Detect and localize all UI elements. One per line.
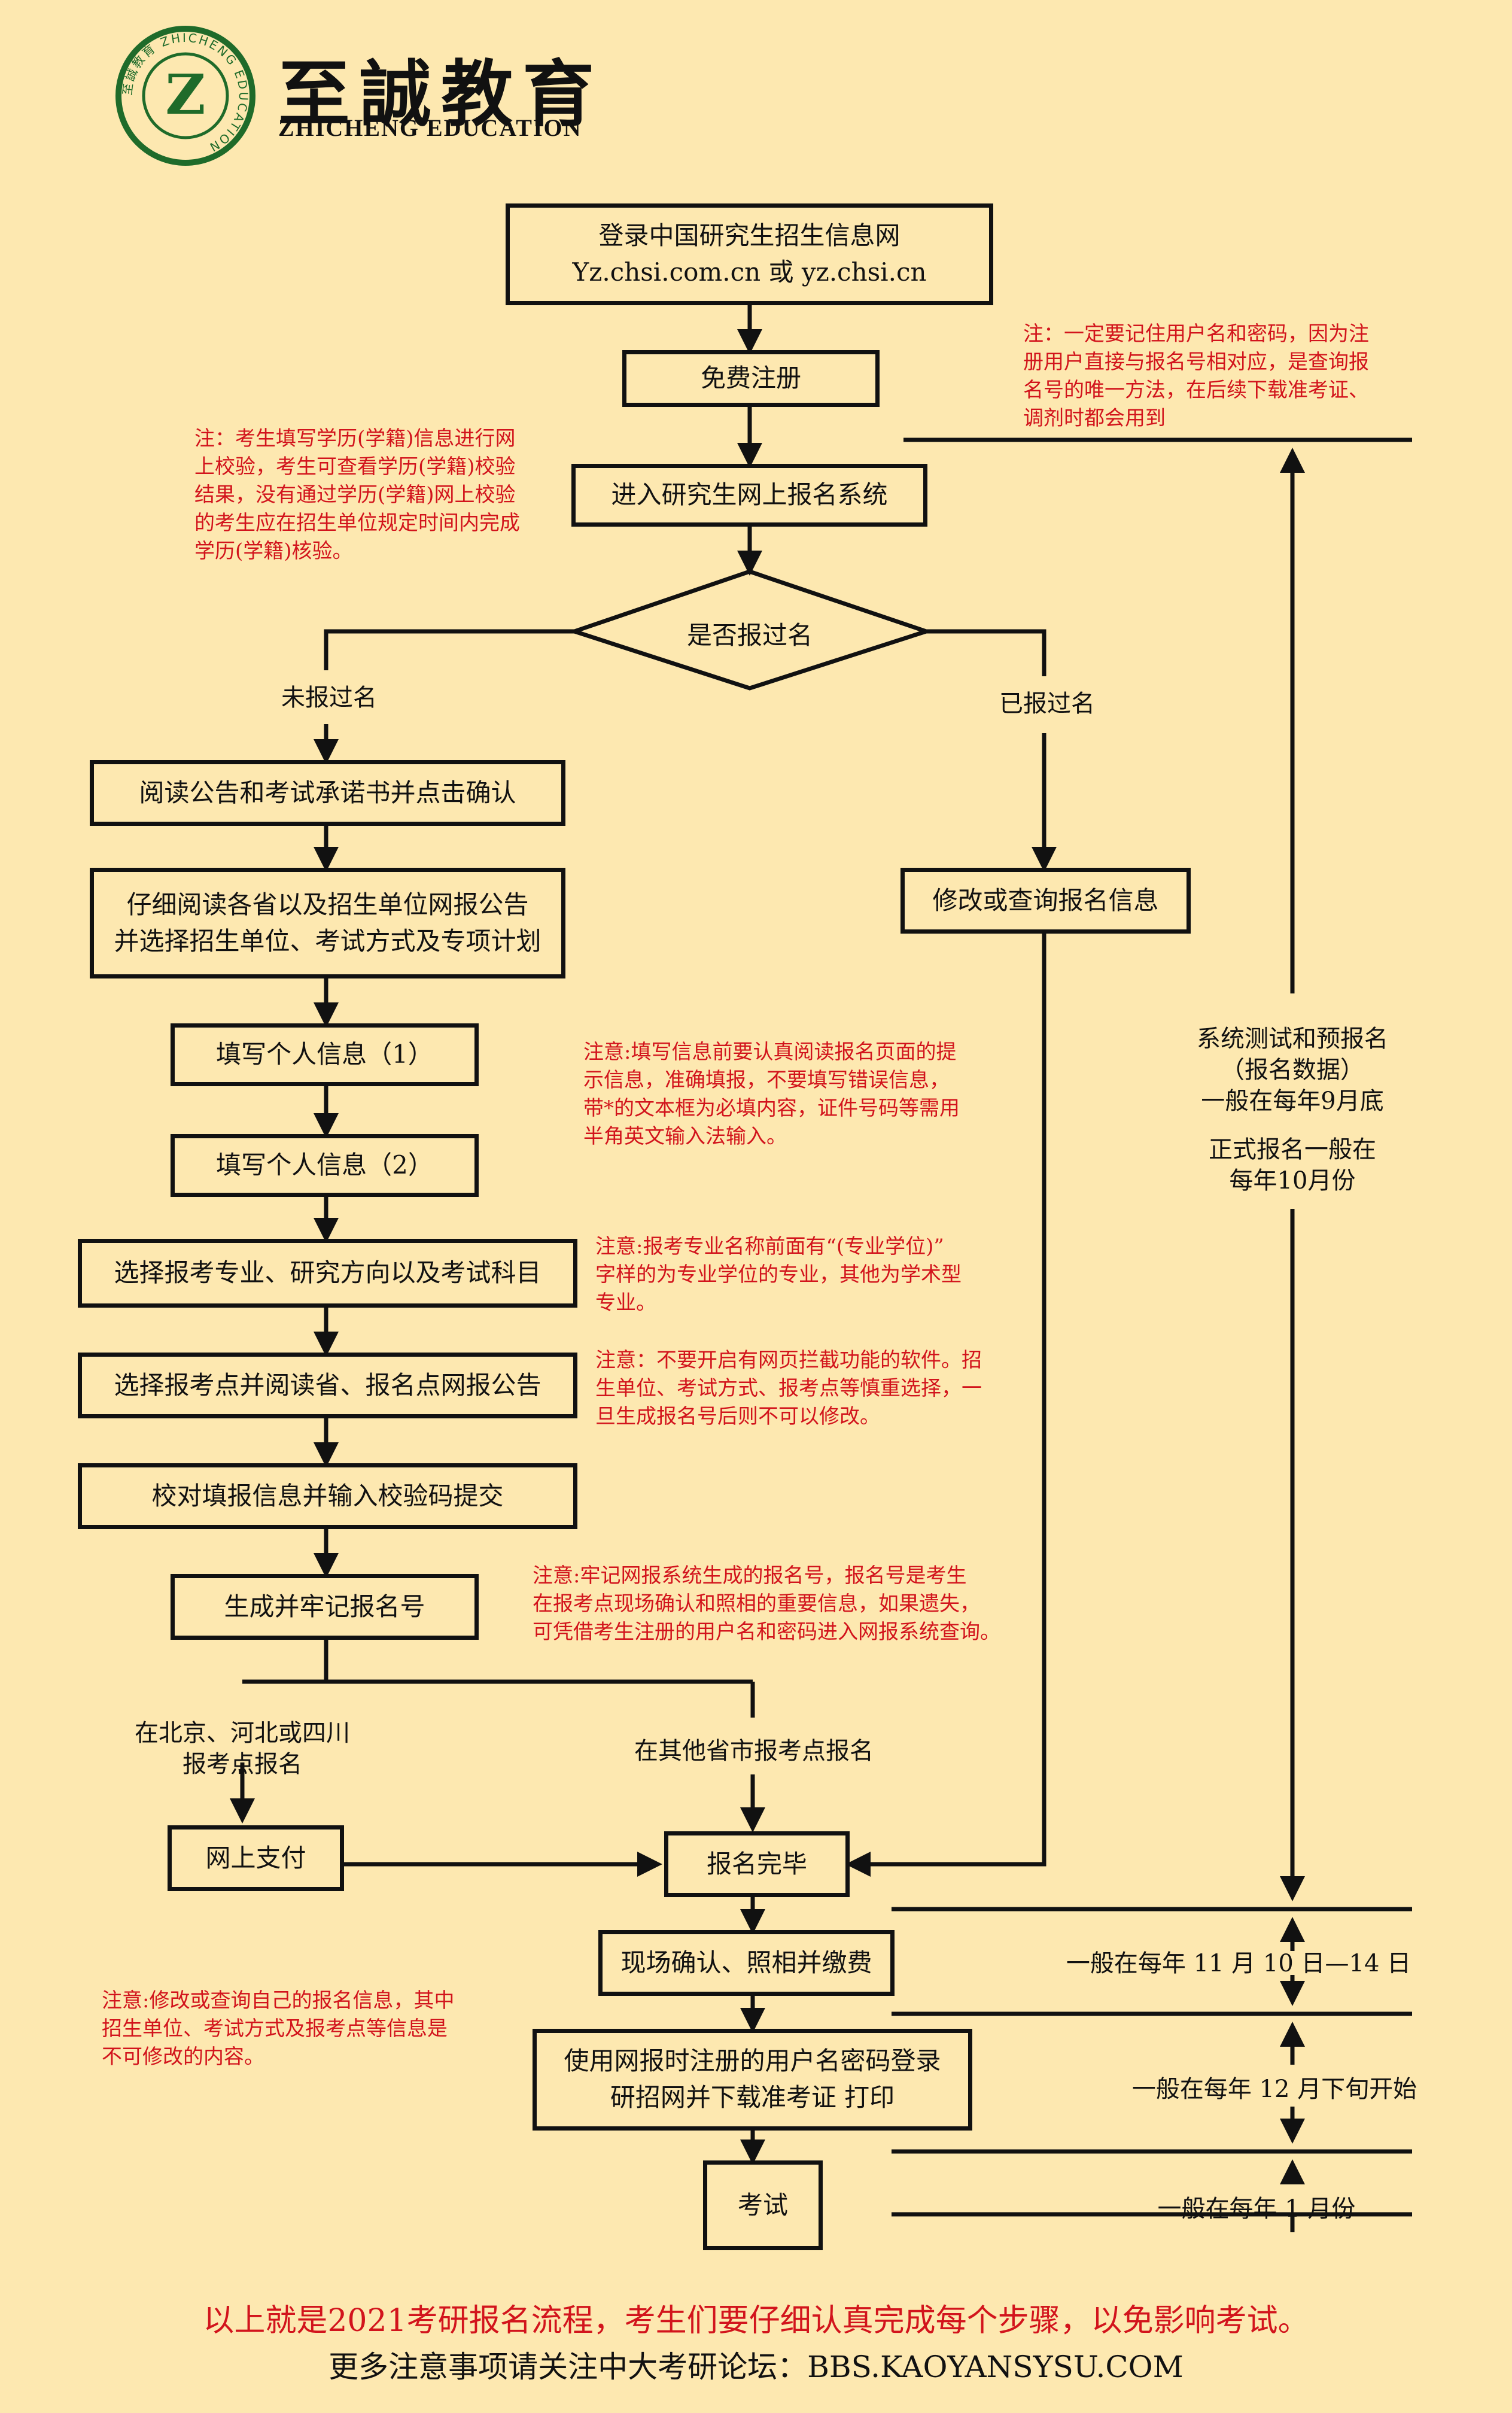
step-generate-number: 生成并牢记报名号 (171, 1574, 479, 1640)
branch-other-province: 在其他省市报考点报名 (634, 1737, 874, 1765)
branch-not-registered: 未报过名 (281, 684, 377, 712)
logo-seal: Z 至誠教育 ZHICHENG EDUCATION (115, 26, 255, 166)
step-online-pay: 网上支付 (168, 1825, 344, 1891)
note-remember-number: 注意:牢记网报系统生成的报名号，报名号是考生 在报考点现场确认和照相的重要信息，… (533, 1564, 1000, 1644)
step-read-notice: 阅读公告和考试承诺书并点击确认 (90, 760, 565, 826)
timeline-pre-registration: 系统测试和预报名 （报名数据） 一般在每年9月底 (1197, 1025, 1388, 1115)
step-choose-site: 选择报考点并阅读省、报名点网报公告 (78, 1353, 577, 1418)
branch-beijing-hebei-sichuan: 在北京、河北或四川 报考点报名 (135, 1719, 350, 1778)
step-fill-info-1: 填写个人信息（1） (171, 1023, 479, 1086)
brand-name-cn: 至誠教育 (278, 52, 604, 136)
step-print-ticket: 使用网报时注册的用户名密码登录 研招网并下载准考证 打印 (533, 2029, 972, 2131)
branch-registered: 已报过名 (999, 690, 1095, 718)
note-remember-account: 注：一定要记住用户名和密码，因为注 册用户直接与报名号相对应，是查询报 名号的唯… (1023, 322, 1369, 430)
note-popup-blocker: 注意：不要开启有网页拦截功能的软件。招 生单位、考试方式、报考点等慎重选择，一 … (595, 1348, 982, 1429)
timeline-formal-registration: 正式报名一般在 每年10月份 (1209, 1136, 1376, 1195)
decision-registered: 是否报过名 (686, 621, 813, 650)
footer-forum: 更多注意事项请关注中大考研论坛：BBS.KAOYANSYSU.COM (328, 2350, 1184, 2384)
step-exam: 考试 (703, 2160, 823, 2250)
step-choose-major: 选择报考专业、研究方向以及考试科目 (78, 1239, 577, 1308)
step-onsite-confirm: 现场确认、照相并缴费 (598, 1930, 895, 1996)
footer-summary: 以上就是2021考研报名流程，考生们要仔细认真完成每个步骤，以免影响考试。 (203, 2303, 1309, 2339)
step-fill-info-2: 填写个人信息（2） (171, 1134, 479, 1197)
svg-text:Z: Z (165, 62, 205, 127)
note-modify-query: 注意:修改或查询自己的报名信息，其中 招生单位、考试方式及报考点等信息是 不可修… (102, 1989, 455, 2069)
brand-name-en: ZHICHENG EDUCATION (278, 114, 582, 141)
timeline-print-ticket: 一般在每年 12 月下旬开始 (1131, 2075, 1417, 2103)
step-modify-query: 修改或查询报名信息 (900, 868, 1191, 934)
note-education-verify: 注：考生填写学历(学籍)信息进行网 上校验，考生可查看学历(学籍)校验 结果，没… (194, 427, 520, 563)
note-professional-degree: 注意:报考专业名称前面有“(专业学位)” 字样的为专业学位的专业，其他为学术型 … (595, 1235, 962, 1315)
note-fill-info: 注意:填写信息前要认真阅读报名页面的提 示信息，准确填报，不要填写错误信息， 带… (583, 1040, 960, 1148)
step-login: 登录中国研究生招生信息网 Yz.chsi.com.cn 或 yz.chsi.cn (506, 203, 993, 305)
step-registration-done: 报名完毕 (664, 1831, 850, 1897)
step-enter-system: 进入研究生网上报名系统 (571, 464, 927, 527)
step-verify-submit: 校对填报信息并输入校验码提交 (78, 1463, 577, 1529)
timeline-exam: 一般在每年 1 月份 (1157, 2195, 1356, 2223)
step-register: 免费注册 (622, 350, 880, 407)
timeline-onsite-confirm: 一般在每年 11 月 10 日—14 日 (1066, 1950, 1411, 1977)
step-read-province: 仔细阅读各省以及招生单位网报公告 并选择招生单位、考试方式及专项计划 (90, 868, 565, 978)
